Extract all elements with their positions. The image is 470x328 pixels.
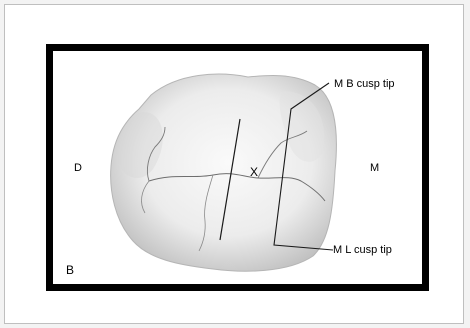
mesial-label: M bbox=[370, 162, 379, 174]
image-frame: D M X M B cusp tip M L cusp tip B bbox=[4, 4, 464, 324]
mb-cusp-tip-label: M B cusp tip bbox=[334, 78, 395, 90]
tooth-figure: D M X M B cusp tip M L cusp tip B bbox=[46, 44, 429, 291]
distal-label: D bbox=[74, 162, 82, 174]
x-mark-label: X bbox=[250, 166, 258, 178]
panel-label: B bbox=[66, 264, 74, 276]
ml-cusp-tip-label: M L cusp tip bbox=[333, 244, 392, 256]
